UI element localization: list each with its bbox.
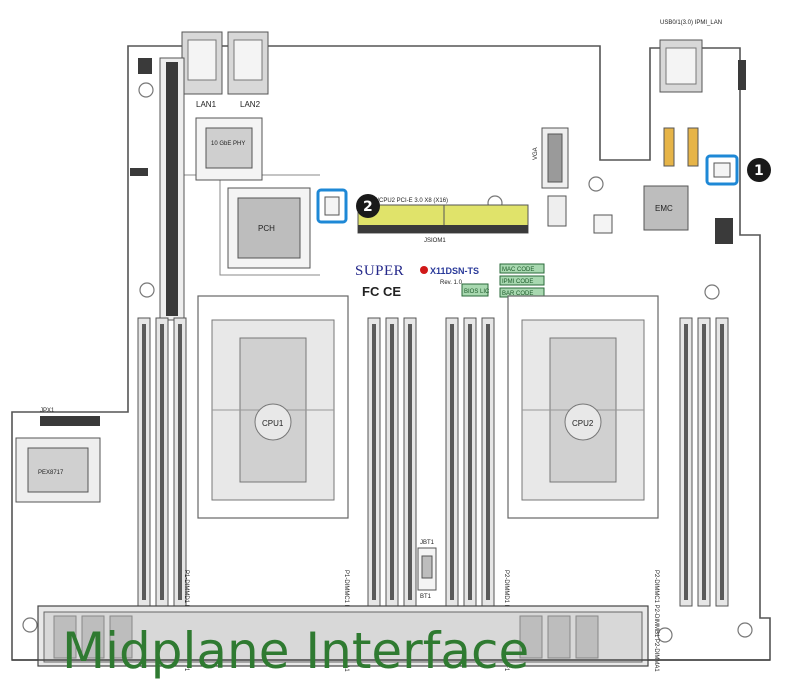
code-labels: MAC CODE IPMI CODE BAR CODE BIOS LIC	[461, 263, 545, 298]
dimm-slot-core-2-0	[450, 324, 454, 600]
battery: JBT1 BT1	[417, 540, 437, 600]
cpu2-socket: CPU2	[507, 295, 659, 519]
bar-label: BAR CODE	[502, 291, 533, 297]
siom-slot: SIOM/CPU2 PCI-E 3.0 X8 (X16) JSIOM1	[357, 198, 529, 244]
bt1-label: BT1	[420, 594, 432, 600]
rev-label: Rev. 1.0	[440, 280, 463, 286]
midplane-label: Midplane Interface	[62, 622, 529, 680]
cpu2-label: CPU2	[572, 419, 594, 428]
emc-chip: EMC	[643, 185, 689, 231]
callout-2-number: 2	[363, 199, 373, 215]
emc-label: EMC	[655, 204, 673, 213]
phy-chip: 10 GbE PHY	[195, 117, 263, 181]
slot-label: SIOM/CPU2 PCI-E 3.0 X8 (X16)	[362, 198, 448, 204]
jsiom-label: JSIOM1	[424, 238, 446, 244]
dimm-slot-core-0-2	[178, 324, 182, 600]
usb-top-label: USB0/1(3.0) IPMI_LAN	[660, 20, 722, 26]
dimm-slot-core-1-1	[390, 324, 394, 600]
lan-ports: LAN1 LAN2	[181, 31, 269, 109]
fcc-label: FC CE	[362, 284, 401, 299]
left-vertical-slot	[159, 57, 185, 321]
dimm-slot-core-3-1	[702, 324, 706, 600]
callout-1-number: 1	[754, 163, 764, 179]
dimm-slot-core-3-0	[684, 324, 688, 600]
branding: SUPER X11DSN-TS Rev. 1.0 FC CE	[355, 263, 479, 299]
dimm-slot-core-2-1	[468, 324, 472, 600]
brand-label: SUPER	[355, 263, 404, 279]
pch-label: PCH	[258, 224, 275, 233]
dimm-slot-core-0-0	[142, 324, 146, 600]
phy-label: 10 GbE PHY	[211, 141, 245, 147]
model-label: X11DSN-TS	[430, 266, 479, 276]
jpx1-label: JPX1	[40, 408, 55, 414]
dimm-slot-core-2-2	[486, 324, 490, 600]
callout-2: 2	[316, 188, 380, 224]
dimm-right-label: P2-DIMMC1 P2-DIMMB1 P2-DIMMA1	[653, 570, 659, 672]
midplane-connector: Midplane Interface	[12, 605, 770, 680]
bios-label: BIOS LIC	[464, 289, 490, 295]
pex-chip: PEX8717 JPX1	[15, 408, 101, 503]
dimm-slot-core-1-2	[408, 324, 412, 600]
ipmi-label: IPMI CODE	[502, 279, 533, 285]
cpu1-label: CPU1	[262, 419, 284, 428]
usb-ipmi-port: USB0/1(3.0) IPMI_LAN	[659, 20, 722, 93]
pch-chip: PCH	[227, 187, 311, 269]
dimm-slot-core-3-2	[720, 324, 724, 600]
jbt1-label: JBT1	[420, 540, 435, 546]
pex-label: PEX8717	[38, 470, 64, 476]
vga-label: VGA	[533, 147, 539, 160]
lan1-label: LAN1	[196, 100, 217, 109]
lan2-label: LAN2	[240, 100, 261, 109]
dimm-slot-core-0-1	[160, 324, 164, 600]
vga-connector: VGA	[533, 127, 569, 189]
mac-label: MAC CODE	[502, 267, 534, 273]
sata-ports	[663, 127, 699, 167]
cpu1-socket: CPU1	[197, 295, 349, 519]
dimm-slot-core-1-0	[372, 324, 376, 600]
callout-1: 1	[705, 154, 771, 186]
